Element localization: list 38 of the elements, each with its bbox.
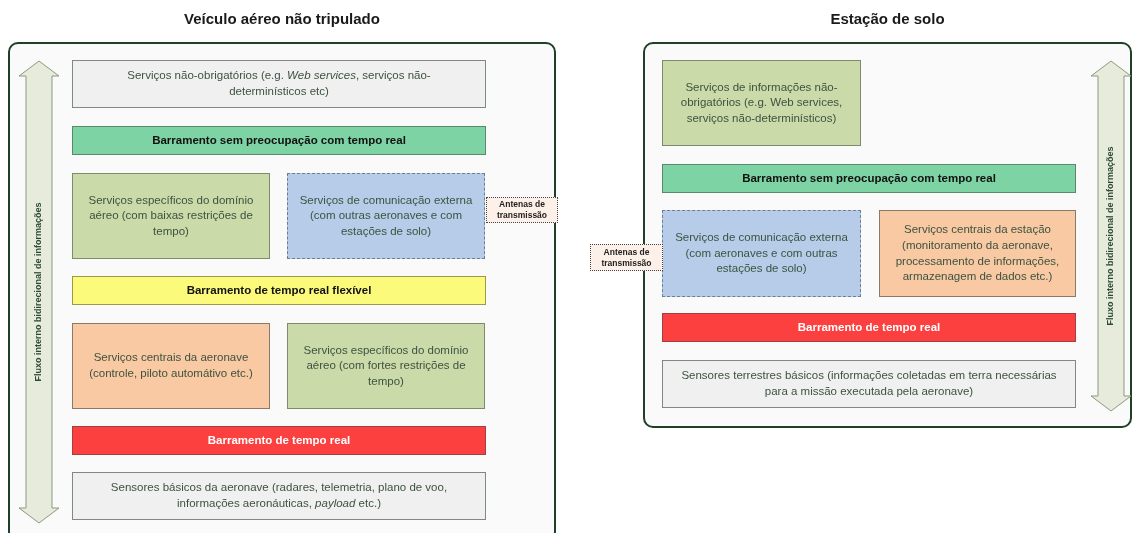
box-text: Serviços centrais da aeronave (controle, piloto automátivo etc.) xyxy=(88,350,254,381)
box-text: Serviços não-obrigatórios (e.g. Web services, serviços não-determinísticos etc) xyxy=(126,68,432,99)
bus-label: Barramento sem preocupação com tempo real xyxy=(151,132,407,148)
bus-bar xyxy=(72,276,486,305)
arrow-label: Fluxo interno bidirecional de informações xyxy=(32,202,45,382)
service-box xyxy=(72,60,486,108)
bus-bar xyxy=(72,426,486,455)
bus-label: Barramento sem preocupação com tempo real xyxy=(741,170,997,186)
double-arrow xyxy=(1090,60,1132,412)
service-box xyxy=(72,472,486,520)
box-text: Serviços de comunicação externa (com aeronaves e com outras estações de solo) xyxy=(674,230,849,277)
core-service-box xyxy=(72,323,270,409)
bus-label: Barramento de tempo real xyxy=(796,319,942,335)
panel-title: Estação de solo xyxy=(829,10,946,27)
box-text: Serviços centrais da estação (monitoramento da aeronave, processamento de informações, armazenagem de dados etc.) xyxy=(894,222,1061,284)
bus-bar xyxy=(662,313,1076,342)
bus-bar xyxy=(72,126,486,155)
core-service-box xyxy=(879,210,1076,297)
antenna-tag xyxy=(590,244,663,271)
bus-bar xyxy=(662,164,1076,193)
service-box xyxy=(662,60,861,146)
box-text: Serviços de comunicação externa (com outras aeronaves e com estações de solo) xyxy=(298,192,474,239)
service-box xyxy=(662,360,1076,408)
service-box xyxy=(287,323,485,409)
box-text: Sensores básicos da aeronave (radares, telemetria, plano de voo, informações aeronáuticas, payload etc.) xyxy=(109,480,449,511)
box-text: Antenas de transmissão xyxy=(600,246,653,269)
bus-label: Barramento de tempo real flexível xyxy=(185,282,373,298)
arrow-label: Fluxo interno bidirecional de informações xyxy=(1104,146,1117,326)
double-arrow xyxy=(18,60,60,524)
box-text: Serviços específicos do domínio aéreo (com baixas restrições de tempo) xyxy=(87,192,255,239)
box-text: Serviços específicos do domínio aéreo (com fortes restrições de tempo) xyxy=(302,342,470,389)
communication-box xyxy=(662,210,861,297)
communication-box xyxy=(287,173,485,259)
box-text: Sensores terrestres básicos (informações coletadas em terra necessárias para a missão executada pela aeronave) xyxy=(680,368,1058,399)
panel-title: Veículo aéreo não tripulado xyxy=(183,10,381,27)
box-text: Serviços de informações não-obrigatórios (e.g. Web services, serviços não-determinísticos) xyxy=(679,79,844,126)
service-box xyxy=(72,173,270,259)
bus-label: Barramento de tempo real xyxy=(206,432,352,448)
